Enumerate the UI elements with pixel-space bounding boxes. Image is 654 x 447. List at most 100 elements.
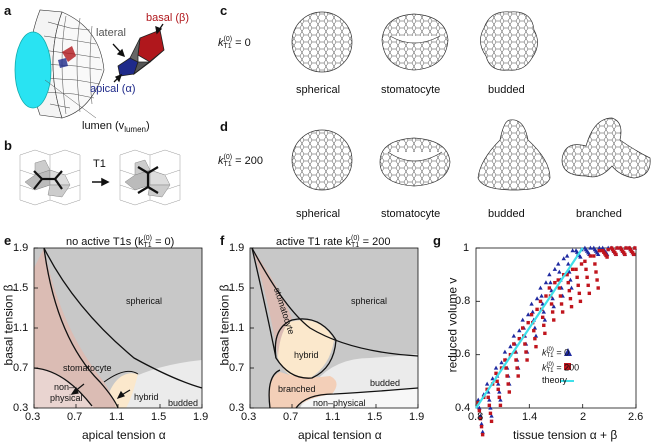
xtick-e-1: 0.7 — [67, 411, 83, 423]
point-k200 — [559, 302, 564, 306]
boundary-e-spherical — [43, 247, 203, 389]
point-k0 — [588, 245, 593, 250]
ytick-e-1: 1.5 — [13, 282, 29, 294]
point-k0 — [561, 256, 566, 261]
region-label-f-branched: branched — [278, 384, 316, 394]
point-k200 — [489, 419, 494, 424]
boundary-e-hybrid — [103, 370, 139, 383]
point-k0 — [502, 349, 508, 354]
t1-before — [19, 149, 81, 206]
region-label-f-spherical: spherical — [351, 296, 388, 306]
panel-f-title-end: = 200 — [359, 235, 391, 248]
ticks-f — [249, 247, 419, 409]
point-k200 — [592, 254, 596, 258]
point-k0 — [551, 304, 556, 309]
t1-arrow-label: T1 — [93, 158, 106, 170]
point-k200 — [507, 390, 512, 394]
phase-diagram-f — [249, 247, 419, 409]
rate-k-d: k — [218, 154, 224, 167]
point-k0 — [484, 381, 490, 386]
point-k0 — [568, 277, 573, 282]
point-k200 — [576, 283, 580, 288]
rate-k-c: k — [218, 36, 224, 49]
shape-label-c-0: spherical — [296, 84, 341, 96]
ylabel-f: basal tension β — [217, 284, 232, 366]
rate-label-c: k(0)T1 = 0 — [218, 36, 251, 50]
point-k200 — [532, 328, 536, 333]
point-k200 — [556, 278, 560, 282]
legend-marker-triangle — [564, 348, 572, 356]
ytick-g-1: 0.8 — [455, 295, 471, 307]
point-k200 — [558, 294, 563, 298]
ytick-f-0: 1.9 — [229, 242, 245, 254]
point-k200 — [606, 247, 610, 252]
point-k200 — [535, 307, 539, 312]
point-k0 — [498, 397, 503, 402]
point-k200 — [512, 342, 516, 346]
point-k200 — [504, 366, 508, 370]
point-k0 — [538, 285, 543, 290]
point-k200 — [479, 424, 484, 429]
point-k200 — [497, 395, 502, 400]
point-k200 — [524, 350, 528, 354]
xtick-f-1: 0.7 — [283, 411, 299, 423]
ytick-e-3: 0.7 — [13, 362, 29, 374]
point-k200 — [517, 336, 521, 341]
point-k200 — [549, 302, 554, 306]
point-k200 — [487, 403, 492, 408]
point-k200 — [585, 275, 589, 280]
axes-g — [475, 247, 637, 409]
xtick-f-3: 1.5 — [367, 411, 383, 423]
point-k200 — [597, 248, 601, 253]
region-f-stomatocyte — [252, 248, 292, 356]
ytick-e-0: 1.9 — [13, 242, 29, 254]
region-label-e-spherical: spherical — [126, 296, 163, 306]
shape-c-spherical — [291, 11, 353, 73]
legend-g-1-val: = 200 — [553, 362, 580, 373]
point-k0 — [532, 325, 538, 330]
point-k200 — [584, 267, 588, 272]
point-k0 — [539, 293, 544, 298]
t1-diagram — [19, 149, 181, 206]
legend-g-0-sup: (0) — [546, 347, 554, 353]
point-k200 — [577, 291, 582, 296]
lumen-close: ) — [145, 120, 150, 132]
point-k0 — [479, 421, 484, 426]
panel-letter-a: a — [4, 3, 12, 18]
t1-after — [119, 149, 181, 206]
point-k200 — [505, 374, 509, 378]
legend-g-1: k(0)T1 = 200 — [542, 362, 579, 374]
ticks-g — [475, 247, 637, 409]
ytick-g-3: 0.4 — [455, 402, 471, 414]
panel-letter-e: e — [4, 233, 12, 248]
lumen-text: lumen (v — [82, 120, 125, 132]
xtick-g-2: 2 — [580, 411, 587, 423]
boundary-f-stomato — [251, 247, 277, 359]
point-k200 — [569, 304, 574, 309]
rate-value-c: = 0 — [232, 36, 251, 49]
point-k200 — [583, 259, 587, 264]
point-k200 — [516, 374, 520, 378]
point-k200 — [534, 344, 538, 349]
phase-diagram-e — [33, 247, 203, 409]
shape-label-d-3: branched — [576, 208, 622, 220]
ytick-f-4: 0.3 — [229, 402, 245, 414]
point-k200 — [596, 286, 600, 290]
point-k0 — [570, 248, 575, 253]
region-label-f-hybrid: hybrid — [294, 350, 319, 360]
point-k0 — [543, 280, 549, 285]
point-k0 — [511, 333, 516, 338]
point-k0 — [529, 301, 534, 306]
panel-f-title-sup: (0) — [351, 235, 360, 242]
xtick-g-0: 0.8 — [468, 411, 484, 423]
point-k200 — [477, 408, 482, 413]
point-k0 — [597, 245, 602, 250]
label-apical: apical (α) — [90, 83, 136, 95]
point-k0 — [567, 269, 572, 274]
ytick-f-2: 1.1 — [229, 322, 245, 334]
shape-d-branched — [561, 117, 651, 179]
point-k200 — [529, 312, 534, 317]
point-k0 — [552, 266, 558, 271]
point-k200 — [495, 379, 499, 384]
point-k0 — [489, 413, 494, 418]
